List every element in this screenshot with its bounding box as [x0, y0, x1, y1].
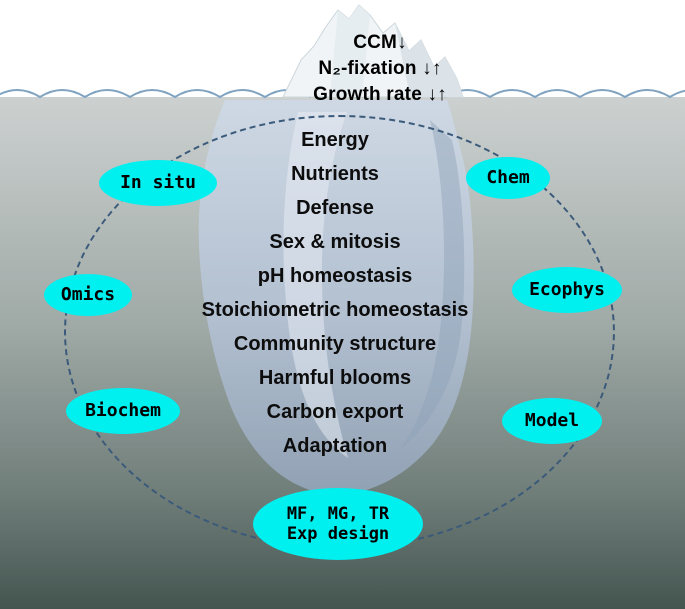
- iceberg-topics-list: Energy Nutrients Defense Sex & mitosis p…: [140, 123, 530, 463]
- bubble-omics: Omics: [44, 274, 132, 316]
- bubble-label: Exp design: [286, 524, 390, 544]
- topic-item: Nutrients: [291, 163, 379, 185]
- bubble-in-situ: In situ: [99, 160, 217, 206]
- bubble-exp-design: MF, MG, TR Exp design: [253, 488, 423, 560]
- annotation-n2-fixation: N₂-fixation ↓↑: [318, 58, 442, 79]
- topic-item: Carbon export: [266, 401, 404, 423]
- bubble-biochem: Biochem: [66, 388, 180, 434]
- topic-item: Sex & mitosis: [269, 231, 401, 253]
- bubble-label: Biochem: [85, 400, 161, 422]
- annotation-growth-rate: Growth rate ↓↑: [313, 84, 447, 105]
- bubble-chem: Chem: [466, 157, 550, 199]
- bubble-ecophys: Ecophys: [512, 267, 622, 313]
- topic-item: pH homeostasis: [257, 265, 413, 287]
- bubble-label: Model: [524, 410, 580, 432]
- bubble-label: Chem: [486, 167, 530, 189]
- annotation-ccm: CCM↓: [353, 32, 407, 53]
- topic-item: Community structure: [233, 333, 437, 355]
- topic-item: Adaptation: [282, 435, 388, 457]
- surface-annotations: CCM↓ N₂-fixation ↓↑ Growth rate ↓↑: [260, 30, 500, 108]
- bubble-model: Model: [502, 398, 602, 444]
- topic-item: Defense: [296, 197, 374, 219]
- topic-item: Harmful blooms: [258, 367, 412, 389]
- iceberg-tip-facet-right: [395, 23, 463, 97]
- bubble-label: In situ: [120, 172, 196, 194]
- topic-item: Stoichiometric homeostasis: [201, 299, 469, 321]
- topic-item: Energy: [301, 129, 369, 151]
- iceberg-tip-facet-mid: [330, 5, 370, 97]
- bubble-label: Ecophys: [529, 279, 605, 301]
- bubble-label: MF, MG, TR: [286, 503, 390, 524]
- bubble-label: Omics: [60, 284, 116, 306]
